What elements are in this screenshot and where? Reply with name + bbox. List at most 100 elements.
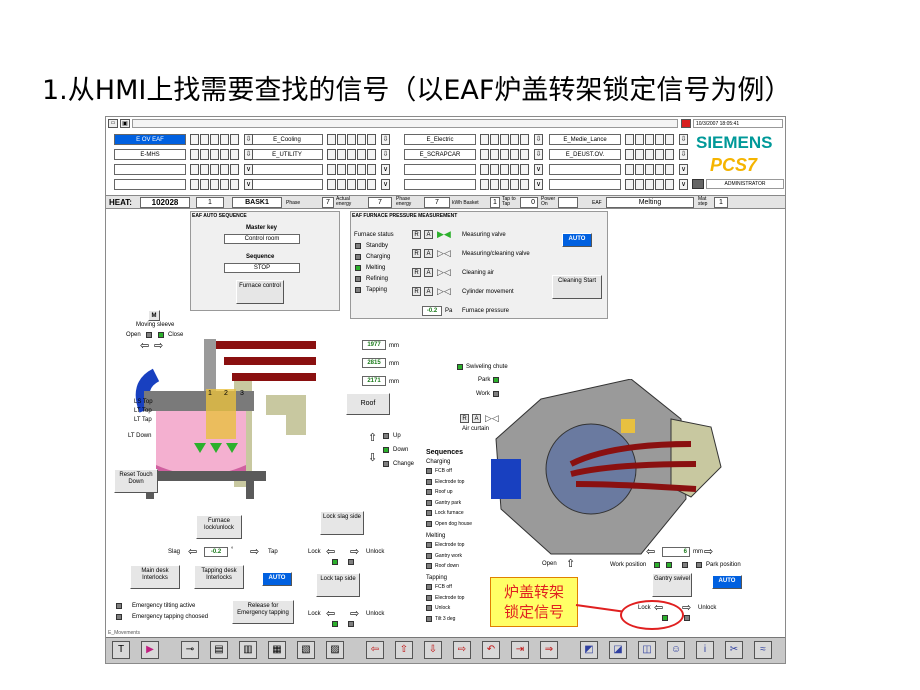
toolbar-grid-icon[interactable]: ▧ [297, 641, 315, 659]
slag-lock-arrow-icon[interactable]: ⇦ [326, 546, 336, 558]
acknowledge-arrow-icon[interactable]: ∨ [679, 179, 688, 190]
gantry-auto-button[interactable]: AUTO [712, 575, 742, 589]
toolbar-forward-icon[interactable]: ⇥ [511, 641, 529, 659]
alarm-group-mhs[interactable]: E-MHS [114, 149, 186, 160]
tap-unlock-arrow-icon[interactable]: ⇨ [350, 608, 360, 620]
gantry-left-arrow-icon[interactable]: ⇦ [646, 546, 656, 558]
toolbar-next-icon[interactable]: ⇒ [540, 641, 558, 659]
cylinder-r-button[interactable]: R [412, 287, 421, 296]
alarm-group-electric[interactable]: E_Electric [404, 134, 476, 145]
cleaning-air-r-button[interactable]: R [412, 268, 421, 277]
alarm-group-empty[interactable] [549, 179, 621, 190]
gantry-unlock-arrow-icon[interactable]: ⇨ [682, 602, 692, 614]
toolbar-lines-icon[interactable]: ≈ [754, 641, 772, 659]
acknowledge-arrow-icon[interactable]: ⇩ [244, 149, 253, 160]
alarm-group-empty[interactable] [251, 179, 323, 190]
roof-open-arrow-icon[interactable]: ⇧ [566, 558, 576, 570]
cleaning-start-button[interactable]: Cleaning Start [552, 275, 602, 299]
acknowledge-arrow-icon[interactable]: ∨ [244, 164, 253, 175]
alarm-group-cooling[interactable]: E_Cooling [251, 134, 323, 145]
toolbar-trend-icon[interactable]: ◩ [580, 641, 598, 659]
pressure-auto-button[interactable]: AUTO [562, 233, 592, 247]
acknowledge-arrow-icon[interactable]: ⇩ [679, 134, 688, 145]
alarm-group-medie-lance[interactable]: E_Medie_Lance [549, 134, 621, 145]
gantry-swivel-button[interactable]: Gantry swivel [652, 573, 692, 597]
acknowledge-arrow-icon[interactable]: ∨ [534, 164, 543, 175]
toolbar-document-icon[interactable]: ▤ [210, 641, 228, 659]
roof-up-arrow-icon[interactable]: ⇧ [368, 432, 378, 444]
cleaning-air-a-button[interactable]: A [424, 268, 433, 277]
air-curtain-r-button[interactable]: R [460, 414, 469, 423]
furnace-pressure-label: Furnace pressure [462, 308, 510, 314]
tapping-desk-interlocks-button[interactable]: Tapping desk Interlocks [194, 565, 244, 589]
slag-unlock-arrow-icon[interactable]: ⇨ [350, 546, 360, 558]
toolbar-up-arrow-icon[interactable]: ⇧ [395, 641, 413, 659]
cylinder-a-button[interactable]: A [424, 287, 433, 296]
slag-arrow-icon[interactable]: ⇦ [188, 546, 198, 558]
acknowledge-arrow-icon[interactable]: ⇩ [679, 149, 688, 160]
acknowledge-arrow-icon[interactable]: ⇩ [381, 134, 390, 145]
reset-touch-down-button[interactable]: Reset Touch Down [114, 469, 158, 493]
alarm-group-eov-eaf[interactable]: E OV EAF [114, 134, 186, 145]
measuring-valve-a-button[interactable]: A [424, 230, 433, 239]
acknowledge-arrow-icon[interactable]: ⇩ [534, 134, 543, 145]
cleaning-valve-r-button[interactable]: R [412, 249, 421, 258]
alarm-group-empty[interactable] [251, 164, 323, 175]
alarm-group-empty[interactable] [549, 164, 621, 175]
main-desk-interlocks-button[interactable]: Main desk Interlocks [130, 565, 180, 589]
toolbar-alarm-list-icon[interactable]: ◫ [638, 641, 656, 659]
measuring-valve-r-button[interactable]: R [412, 230, 421, 239]
acknowledge-arrow-icon[interactable]: ∨ [679, 164, 688, 175]
gantry-right-arrow-icon[interactable]: ⇨ [704, 546, 714, 558]
alarm-group-empty[interactable] [404, 164, 476, 175]
lock-tap-side-button[interactable]: Lock tap side [316, 573, 360, 597]
acknowledge-arrow-icon[interactable]: ⇩ [534, 149, 543, 160]
furnace-control-button[interactable]: Furnace control [236, 280, 284, 304]
electrode-no-3: 3 [240, 390, 244, 397]
alarm-group-empty[interactable] [404, 179, 476, 190]
toolbar-info-icon[interactable]: i [696, 641, 714, 659]
toolbar-undo-icon[interactable]: ↶ [482, 641, 500, 659]
toolbar-report-icon[interactable]: ▦ [268, 641, 286, 659]
cleaning-valve-a-button[interactable]: A [424, 249, 433, 258]
toolbar-key-icon[interactable]: ⊸ [181, 641, 199, 659]
acknowledge-arrow-icon[interactable]: ∨ [534, 179, 543, 190]
toolbar-right-arrow-icon[interactable]: ⇨ [453, 641, 471, 659]
alarm-flag-icon[interactable] [681, 119, 691, 128]
tilting-auto-button[interactable]: AUTO [262, 572, 292, 586]
tap-arrow-icon[interactable]: ⇨ [250, 546, 260, 558]
roof-down-arrow-icon[interactable]: ⇩ [368, 452, 378, 464]
acknowledge-arrow-icon[interactable]: ∨ [381, 164, 390, 175]
sleeve-open-arrow-icon[interactable]: ⇦ [140, 340, 150, 352]
alarm-group-empty[interactable] [114, 164, 186, 175]
tap-lock-arrow-icon[interactable]: ⇦ [326, 608, 336, 620]
toolbar-play-icon[interactable]: ▶ [141, 641, 159, 659]
acknowledge-arrow-icon[interactable]: ⇩ [381, 149, 390, 160]
toolbar-left-arrow-icon[interactable]: ⇦ [366, 641, 384, 659]
roof-button[interactable]: Roof [346, 393, 390, 415]
toolbar-down-arrow-icon[interactable]: ⇩ [424, 641, 442, 659]
sleeve-close-arrow-icon[interactable]: ⇨ [154, 340, 164, 352]
lock-slag-side-button[interactable]: Lock slag side [320, 511, 364, 535]
toolbar-tools-icon[interactable]: ✂ [725, 641, 743, 659]
toolbar-text-icon[interactable]: T [112, 641, 130, 659]
acknowledge-arrow-icon[interactable]: ∨ [244, 179, 253, 190]
air-curtain-a-button[interactable]: A [472, 414, 481, 423]
alarm-cell [480, 164, 489, 175]
alarm-group-deust-ov[interactable]: E_DEUST.OV. [549, 149, 621, 160]
toolbar-save-icon[interactable]: ▨ [326, 641, 344, 659]
printer-icon[interactable] [692, 179, 704, 189]
acknowledge-arrow-icon[interactable]: ∨ [381, 179, 390, 190]
alarm-group-empty[interactable] [114, 179, 186, 190]
toolbar-chart-icon[interactable]: ◪ [609, 641, 627, 659]
furnace-lock-button[interactable]: Furnace lock/unlock [196, 515, 242, 539]
acknowledge-arrow-icon[interactable]: ⇩ [244, 134, 253, 145]
alarm-group-utility[interactable]: E_UTILITY [251, 149, 323, 160]
screen-select-icon[interactable]: ▣ [120, 119, 130, 128]
window-menu-icon[interactable]: ▭ [108, 119, 118, 128]
alarm-group-scrapcar[interactable]: E_SCRAPCAR [404, 149, 476, 160]
toolbar-printer-icon[interactable]: ▥ [239, 641, 257, 659]
toolbar-operator-icon[interactable]: ☺ [667, 641, 685, 659]
moving-sleeve-m-button[interactable]: M [148, 310, 160, 321]
release-emergency-tapping-button[interactable]: Release for Emergency tapping [232, 600, 294, 624]
